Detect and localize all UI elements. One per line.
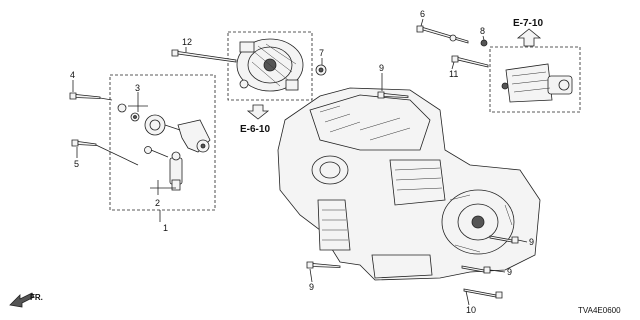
engine-assembly [277, 87, 541, 281]
callout-3: 3 [135, 83, 140, 93]
alternator-ref-arrow [246, 104, 270, 120]
callout-6: 6 [420, 9, 425, 19]
alternator [236, 38, 304, 92]
starter [501, 63, 573, 103]
tensioner-assembly [117, 103, 211, 191]
bolt-10 [463, 288, 503, 299]
callout-9-top: 9 [379, 63, 384, 73]
alternator-ref-label[interactable]: E-6-10 [240, 124, 270, 135]
front-direction-arrow [9, 292, 35, 308]
callout-5: 5 [74, 159, 79, 169]
starter-dashed-box [489, 46, 581, 113]
callout-2: 2 [155, 198, 160, 208]
starter-ref-arrow [516, 28, 542, 47]
front-direction-label: FR. [30, 293, 43, 302]
nut-7 [315, 64, 327, 76]
bolt-9-right-lower [461, 265, 491, 274]
diagram-code: TVA4E0600 [578, 306, 621, 315]
callout-9-bottom: 9 [309, 282, 314, 292]
callout-4: 4 [70, 70, 75, 80]
callout-9-right-lower: 9 [507, 267, 512, 277]
tensioner-group-box [109, 74, 216, 222]
callout-7: 7 [319, 48, 324, 58]
callout-9-right-upper: 9 [529, 237, 534, 247]
bolt-5 [71, 139, 139, 166]
starter-ref-label[interactable]: E-7-10 [513, 18, 543, 29]
callout-12: 12 [182, 37, 192, 47]
bolt-9-top [377, 91, 409, 99]
alternator-dashed-box [227, 31, 313, 101]
bolt-9-right-upper [489, 235, 519, 244]
bolt-6 [416, 25, 469, 44]
callout-leaders [72, 18, 528, 306]
nut-8 [480, 39, 488, 47]
bolt-9-bottom [306, 261, 341, 269]
callout-labels: 1 2 3 4 5 6 7 8 9 9 9 9 10 11 12 [70, 9, 534, 315]
callout-10: 10 [466, 305, 476, 315]
callout-1: 1 [163, 223, 168, 233]
bolt-12 [171, 49, 237, 63]
callout-11: 11 [449, 69, 458, 79]
callout-8: 8 [480, 26, 485, 36]
bolt-11 [451, 55, 489, 68]
bolt-4 [69, 92, 113, 101]
